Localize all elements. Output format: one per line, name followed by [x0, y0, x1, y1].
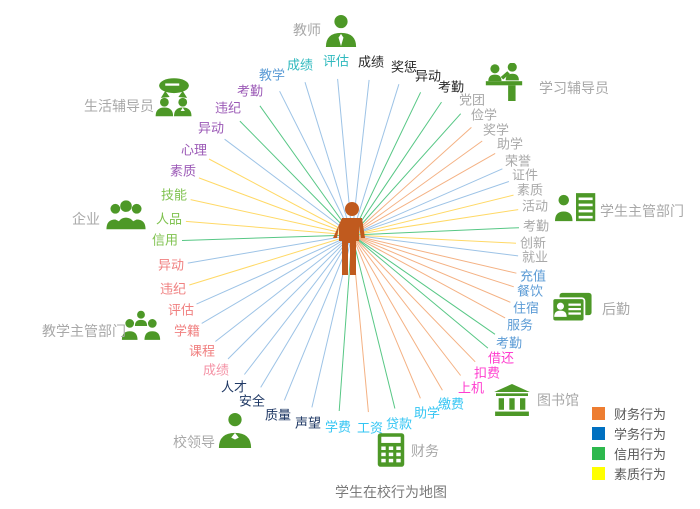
behavior-node-label[interactable]: 贷款: [385, 417, 413, 433]
entity-label: 企业: [72, 212, 100, 228]
legend-item-academic[interactable]: 学务行为: [592, 423, 666, 443]
study-counselor-icon[interactable]: [484, 63, 524, 101]
calculator-icon[interactable]: [376, 432, 406, 468]
behavior-node-label[interactable]: 成绩: [286, 58, 314, 74]
behavior-node-label[interactable]: 助学: [413, 406, 441, 422]
behavior-node-label[interactable]: 奖惩: [390, 60, 418, 76]
behavior-node-label[interactable]: 声望: [294, 416, 322, 432]
legend-swatch-credit: [592, 446, 605, 460]
behavior-node-label[interactable]: 活动: [521, 199, 549, 215]
legend-item-finance[interactable]: 财务行为: [592, 403, 666, 423]
behavior-line: [351, 194, 514, 236]
behavior-node-label[interactable]: 信用: [151, 233, 179, 249]
teacher-icon[interactable]: [322, 14, 360, 48]
behavior-line: [351, 227, 520, 236]
behavior-node-label[interactable]: 人品: [155, 212, 183, 228]
legend-label: 财务行为: [614, 407, 667, 423]
legend-swatch-finance: [592, 406, 605, 420]
behavior-line: [181, 234, 353, 241]
behavior-node-label[interactable]: 人才: [220, 380, 248, 396]
behavior-node-label[interactable]: 异动: [197, 121, 225, 137]
behavior-node-label[interactable]: 素质: [169, 164, 197, 180]
behavior-node-label[interactable]: 住宿: [512, 301, 540, 317]
behavior-node-label[interactable]: 考勤: [437, 80, 465, 96]
behavior-node-label[interactable]: 上机: [457, 381, 485, 397]
behavior-line: [351, 234, 514, 288]
behavior-node-label[interactable]: 工资: [356, 421, 384, 437]
library-icon[interactable]: [494, 384, 530, 416]
behavior-node-label[interactable]: 教学: [258, 68, 286, 84]
legend-item-quality[interactable]: 素质行为: [592, 463, 666, 483]
behavior-node-label[interactable]: 餐饮: [516, 284, 544, 300]
legend-label: 素质行为: [614, 467, 667, 483]
behavior-line: [351, 234, 519, 257]
behavior-line: [351, 181, 510, 236]
behavior-node-label[interactable]: 创新: [519, 236, 547, 252]
behavior-node-label[interactable]: 素质: [516, 183, 544, 199]
entity-label: 学习辅导员: [539, 81, 609, 97]
behavior-node-label[interactable]: 奖学: [482, 123, 510, 139]
behavior-line: [190, 199, 353, 236]
behavior-node-label[interactable]: 学费: [324, 420, 352, 436]
behavior-line: [351, 234, 517, 244]
behavior-node-label[interactable]: 助学: [496, 137, 524, 153]
behavior-line: [187, 234, 353, 264]
behavior-node-label[interactable]: 证件: [511, 168, 539, 184]
life-counselor-icon[interactable]: [153, 77, 195, 117]
behavior-line: [351, 209, 519, 236]
behavior-node-label[interactable]: 扣费: [473, 366, 501, 382]
behavior-node-label[interactable]: 成绩: [357, 55, 385, 71]
entity-label: 生活辅导员: [84, 99, 154, 115]
behavior-line: [189, 234, 353, 286]
behavior-node-label[interactable]: 成绩: [202, 363, 230, 379]
student-person-icon[interactable]: [329, 201, 375, 281]
legend-item-credit[interactable]: 信用行为: [592, 443, 666, 463]
leader-icon[interactable]: [216, 412, 254, 448]
behavior-node-label[interactable]: 课程: [188, 344, 216, 360]
behavior-line: [351, 234, 517, 274]
behavior-node-label[interactable]: 考勤: [236, 84, 264, 100]
behavior-node-label[interactable]: 技能: [160, 188, 188, 204]
behavior-line: [351, 234, 511, 303]
behavior-node-label[interactable]: 评估: [167, 303, 195, 319]
behavior-node-label[interactable]: 借还: [487, 351, 515, 367]
logistics-icon[interactable]: [550, 292, 594, 324]
behavior-node-label[interactable]: 违纪: [214, 101, 242, 117]
behavior-node-label[interactable]: 异动: [157, 258, 185, 274]
legend: 财务行为学务行为信用行为素质行为: [592, 403, 666, 483]
behavior-node-label[interactable]: 服务: [506, 318, 534, 334]
student-dept-icon[interactable]: [555, 192, 597, 224]
entity-label: 财务: [411, 444, 439, 460]
behavior-node-label[interactable]: 就业: [521, 250, 549, 266]
legend-label: 信用行为: [614, 447, 667, 463]
behavior-node-label[interactable]: 荣誉: [504, 154, 532, 170]
behavior-node-label[interactable]: 评估: [322, 54, 350, 70]
legend-swatch-academic: [592, 426, 605, 440]
entity-label: 后勤: [602, 302, 630, 318]
entity-label: 学生主管部门: [600, 204, 684, 220]
behavior-line: [185, 220, 353, 236]
behavior-node-label[interactable]: 质量: [264, 408, 292, 424]
enterprise-icon[interactable]: [105, 199, 147, 231]
behavior-node-label[interactable]: 违纪: [159, 282, 187, 298]
behavior-node-label[interactable]: 学籍: [173, 324, 201, 340]
behavior-node-label[interactable]: 俭学: [470, 108, 498, 124]
legend-label: 学务行为: [614, 427, 667, 443]
behavior-node-label[interactable]: 充值: [519, 269, 547, 285]
behavior-node-label[interactable]: 心理: [180, 143, 208, 159]
behavior-node-label[interactable]: 安全: [238, 394, 266, 410]
behavior-node-label[interactable]: 考勤: [522, 219, 550, 235]
behavior-node-label[interactable]: 党团: [458, 93, 486, 109]
entity-label: 教师: [293, 23, 321, 39]
map-title: 学生在校行为地图: [335, 485, 447, 501]
behavior-node-label[interactable]: 考勤: [495, 336, 523, 352]
entity-label: 教学主管部门: [42, 324, 126, 340]
behavior-node-label[interactable]: 缴费: [437, 397, 465, 413]
entity-label: 校领导: [173, 435, 215, 451]
behavior-node-label[interactable]: 异动: [414, 69, 442, 85]
legend-swatch-quality: [592, 466, 605, 480]
teaching-dept-icon[interactable]: [121, 310, 161, 342]
entity-label: 图书馆: [537, 393, 579, 409]
